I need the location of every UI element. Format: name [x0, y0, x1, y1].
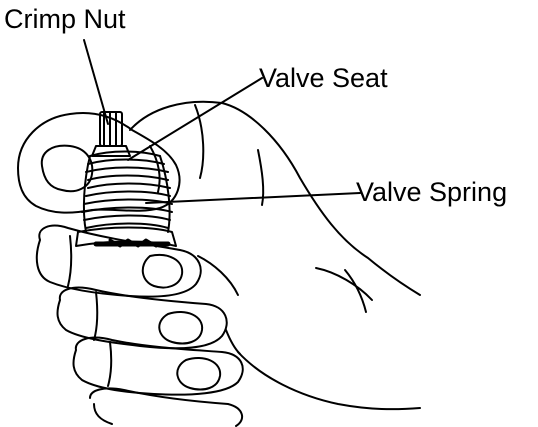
valve-seat-leader — [128, 78, 262, 160]
valve-spring-label: Valve Spring — [356, 177, 507, 207]
index-finger — [37, 226, 201, 297]
valve-spring-leader — [146, 193, 360, 203]
crimp-nut-label: Crimp Nut — [4, 4, 126, 34]
hand-outline — [130, 102, 420, 409]
valve-part — [76, 112, 176, 246]
crimp-nut-leader — [84, 40, 108, 124]
ring-finger — [74, 338, 243, 395]
valve-seat-label: Valve Seat — [259, 63, 388, 93]
